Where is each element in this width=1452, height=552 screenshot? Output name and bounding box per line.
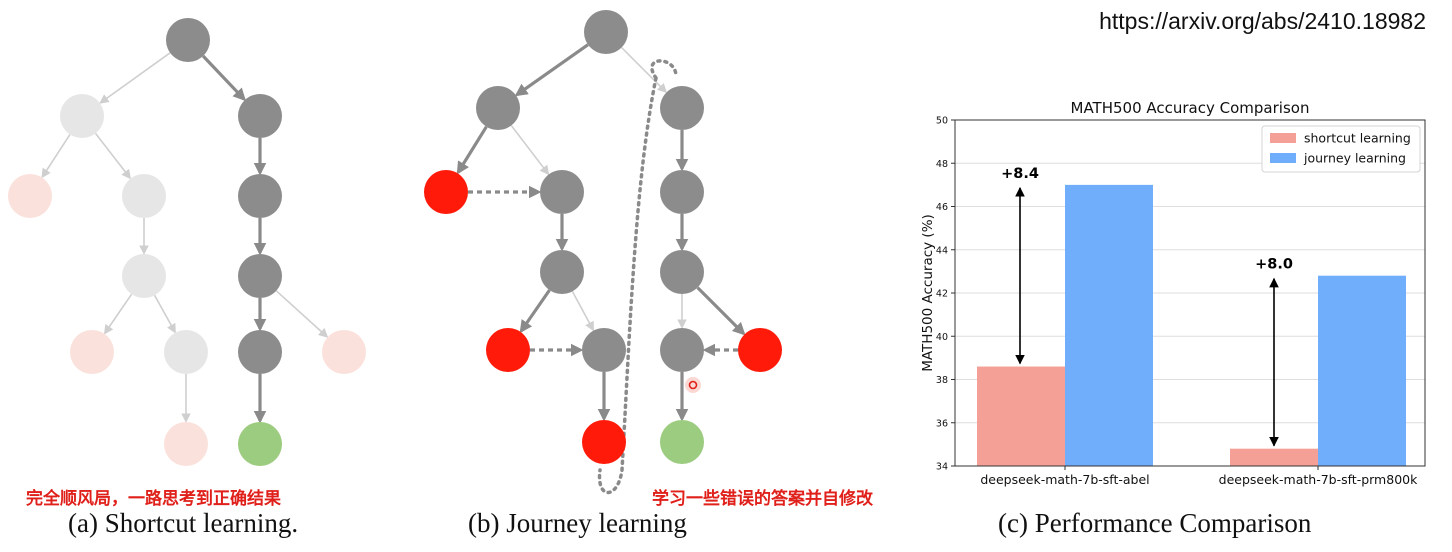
panel-a-caption: (a) Shortcut learning. [68, 508, 299, 538]
legend-label: journey learning [1303, 151, 1406, 166]
tree-node-a10 [238, 330, 282, 374]
backtrack-loop [597, 59, 678, 495]
legend-label: shortcut learning [1304, 131, 1411, 146]
bar-shortcut-1 [1230, 448, 1318, 466]
tree-edge [201, 54, 246, 102]
panel-b-note: 学习一些错误的答案并自修改 [652, 489, 873, 509]
tree-node-b7 [660, 250, 704, 294]
x-tick-label: deepseek-math-7b-sft-abel [980, 472, 1149, 487]
tree-node-b13 [660, 420, 704, 464]
legend-swatch [1270, 153, 1296, 163]
tree-edge [275, 290, 329, 338]
tree-node-b12 [582, 420, 626, 464]
tree-node-a2 [238, 94, 282, 138]
tree-node-a9 [164, 330, 208, 374]
tree-node-b0 [584, 10, 628, 54]
tree-node-b10 [660, 328, 704, 372]
tree-node-a6 [122, 254, 166, 298]
tree-node-a0 [166, 18, 210, 62]
tree-edge [510, 125, 550, 176]
cursor-marker [688, 380, 698, 390]
y-tick-label: 34 [936, 462, 948, 473]
panel-c-caption: (c) Performance Comparison [998, 508, 1312, 538]
y-tick-label: 42 [936, 289, 948, 300]
y-tick-label: 44 [936, 245, 948, 256]
tree-node-a4 [122, 174, 166, 218]
tree-edge [696, 286, 746, 336]
legend-swatch [1270, 133, 1296, 143]
tree-node-b4 [540, 170, 584, 214]
panel-a-note: 完全顺风局，一路思考到正确结果 [26, 489, 281, 509]
tree-node-b5 [660, 170, 704, 214]
tree-node-a5 [238, 174, 282, 218]
tree-edge [103, 293, 133, 335]
y-tick-label: 50 [936, 116, 948, 127]
y-axis-label: MATH500 Accuracy (%) [920, 214, 936, 372]
tree-node-b1 [476, 86, 520, 130]
y-tick-label: 46 [936, 202, 948, 213]
y-tick-label: 36 [936, 418, 948, 429]
tree-edge [94, 132, 132, 180]
tree-node-a12 [164, 422, 208, 466]
improvement-label: +8.4 [1001, 166, 1039, 182]
tree-edge [456, 125, 488, 175]
tree-node-b2 [660, 86, 704, 130]
tree-node-b6 [540, 250, 584, 294]
tree-node-b8 [486, 328, 530, 372]
bar-journey-0 [1065, 184, 1153, 466]
tree-node-a7 [238, 254, 282, 298]
tree-node-b3 [424, 170, 468, 214]
tree-edge [153, 294, 176, 334]
source-url[interactable]: https://arxiv.org/abs/2410.18982 [1099, 8, 1426, 34]
tree-node-b9 [582, 328, 626, 372]
tree-node-a8 [70, 330, 114, 374]
tree-edge [99, 52, 171, 104]
tree-edge [571, 291, 595, 332]
x-tick-label: deepseek-math-7b-sft-prm800k [1219, 472, 1418, 487]
tree-node-a3 [8, 174, 52, 218]
bar-shortcut-0 [977, 366, 1065, 466]
tree-node-a1 [60, 94, 104, 138]
improvement-label: +8.0 [1255, 257, 1293, 273]
tree-node-a13 [238, 422, 282, 466]
tree-node-a11 [322, 330, 366, 374]
legend [1261, 125, 1421, 173]
y-tick-label: 38 [936, 375, 948, 386]
tree-edge [621, 47, 668, 94]
tree-edge [41, 133, 71, 179]
cursor-marker-halo [685, 377, 701, 393]
y-tick-label: 40 [936, 332, 948, 343]
y-tick-label: 48 [936, 159, 948, 170]
tree-node-b11 [738, 328, 782, 372]
chart-title: MATH500 Accuracy Comparison [1071, 99, 1310, 117]
panel-b-caption: (b) Journey learning [468, 508, 687, 538]
bar-journey-1 [1318, 275, 1406, 466]
tree-edge [519, 289, 551, 334]
tree-edge [514, 43, 589, 97]
